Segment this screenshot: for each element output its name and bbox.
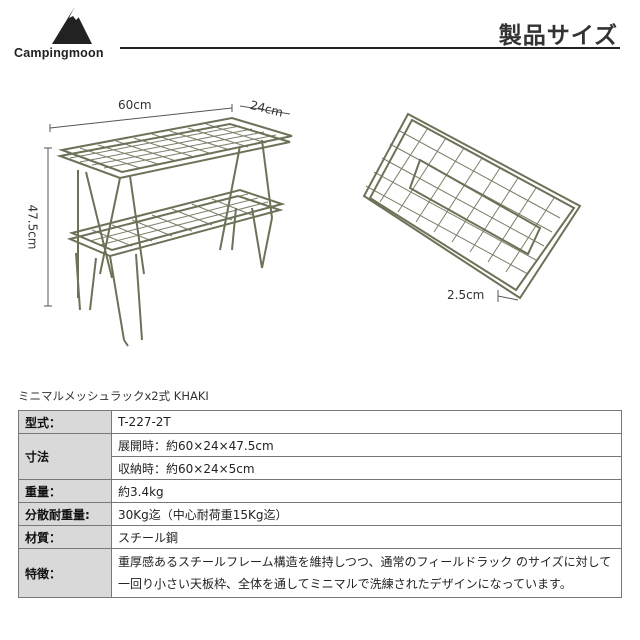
brand-logo: Campingmoon bbox=[14, 6, 124, 66]
page-title: 製品サイズ bbox=[498, 23, 618, 49]
load-label: 分散耐重量: bbox=[18, 502, 112, 526]
size-open-value: 展開時：約60×24×47.5cm bbox=[111, 433, 622, 457]
model-label: 型式： bbox=[18, 410, 112, 434]
feature-label: 特徴： bbox=[18, 548, 112, 598]
material-label: 材質： bbox=[18, 525, 112, 549]
mountain-icon bbox=[52, 8, 92, 44]
weight-label: 重量： bbox=[18, 479, 112, 503]
product-name: ミニマルメッシュラックx2式 KHAKI bbox=[18, 389, 209, 403]
height-label: 47.5cm bbox=[25, 204, 40, 250]
table-row: 材質： スチール鋼 bbox=[18, 525, 622, 549]
width-label: 60cm bbox=[118, 98, 152, 112]
weight-value: 約3.4kg bbox=[111, 479, 622, 503]
size-folded-value: 収納時：約60×24×5cm bbox=[111, 456, 622, 480]
material-value: スチール鋼 bbox=[111, 525, 622, 549]
table-row: 分散耐重量: 30Kg迄（中心耐荷重15Kg迄） bbox=[18, 502, 622, 526]
table-row: 特徴： 重厚感あるスチールフレーム構造を維持しつつ、通常のフィールドラック のサ… bbox=[18, 548, 622, 598]
table-row: 型式： T-227-2T bbox=[18, 410, 622, 434]
model-value: T-227-2T bbox=[111, 410, 622, 434]
header-rule bbox=[120, 47, 620, 49]
table-row: 重量： 約3.4kg bbox=[18, 479, 622, 503]
feature-value: 重厚感あるスチールフレーム構造を維持しつつ、通常のフィールドラック のサイズに対… bbox=[111, 548, 622, 598]
product-drawing: 60cm 24cm 47.5cm 2.5cm bbox=[0, 78, 640, 378]
size-label: 寸法 bbox=[18, 433, 112, 480]
header: Campingmoon 製品サイズ bbox=[0, 0, 640, 70]
spec-table: 型式： T-227-2T 寸法 展開時：約60×24×47.5cm 収納時：約6… bbox=[18, 410, 622, 598]
table-row: 寸法 展開時：約60×24×47.5cm bbox=[18, 433, 622, 480]
load-value: 30Kg迄（中心耐荷重15Kg迄） bbox=[111, 502, 622, 526]
folded-thickness-label: 2.5cm bbox=[447, 288, 485, 302]
rack-illustration bbox=[44, 104, 582, 347]
brand-name: Campingmoon bbox=[14, 46, 104, 60]
